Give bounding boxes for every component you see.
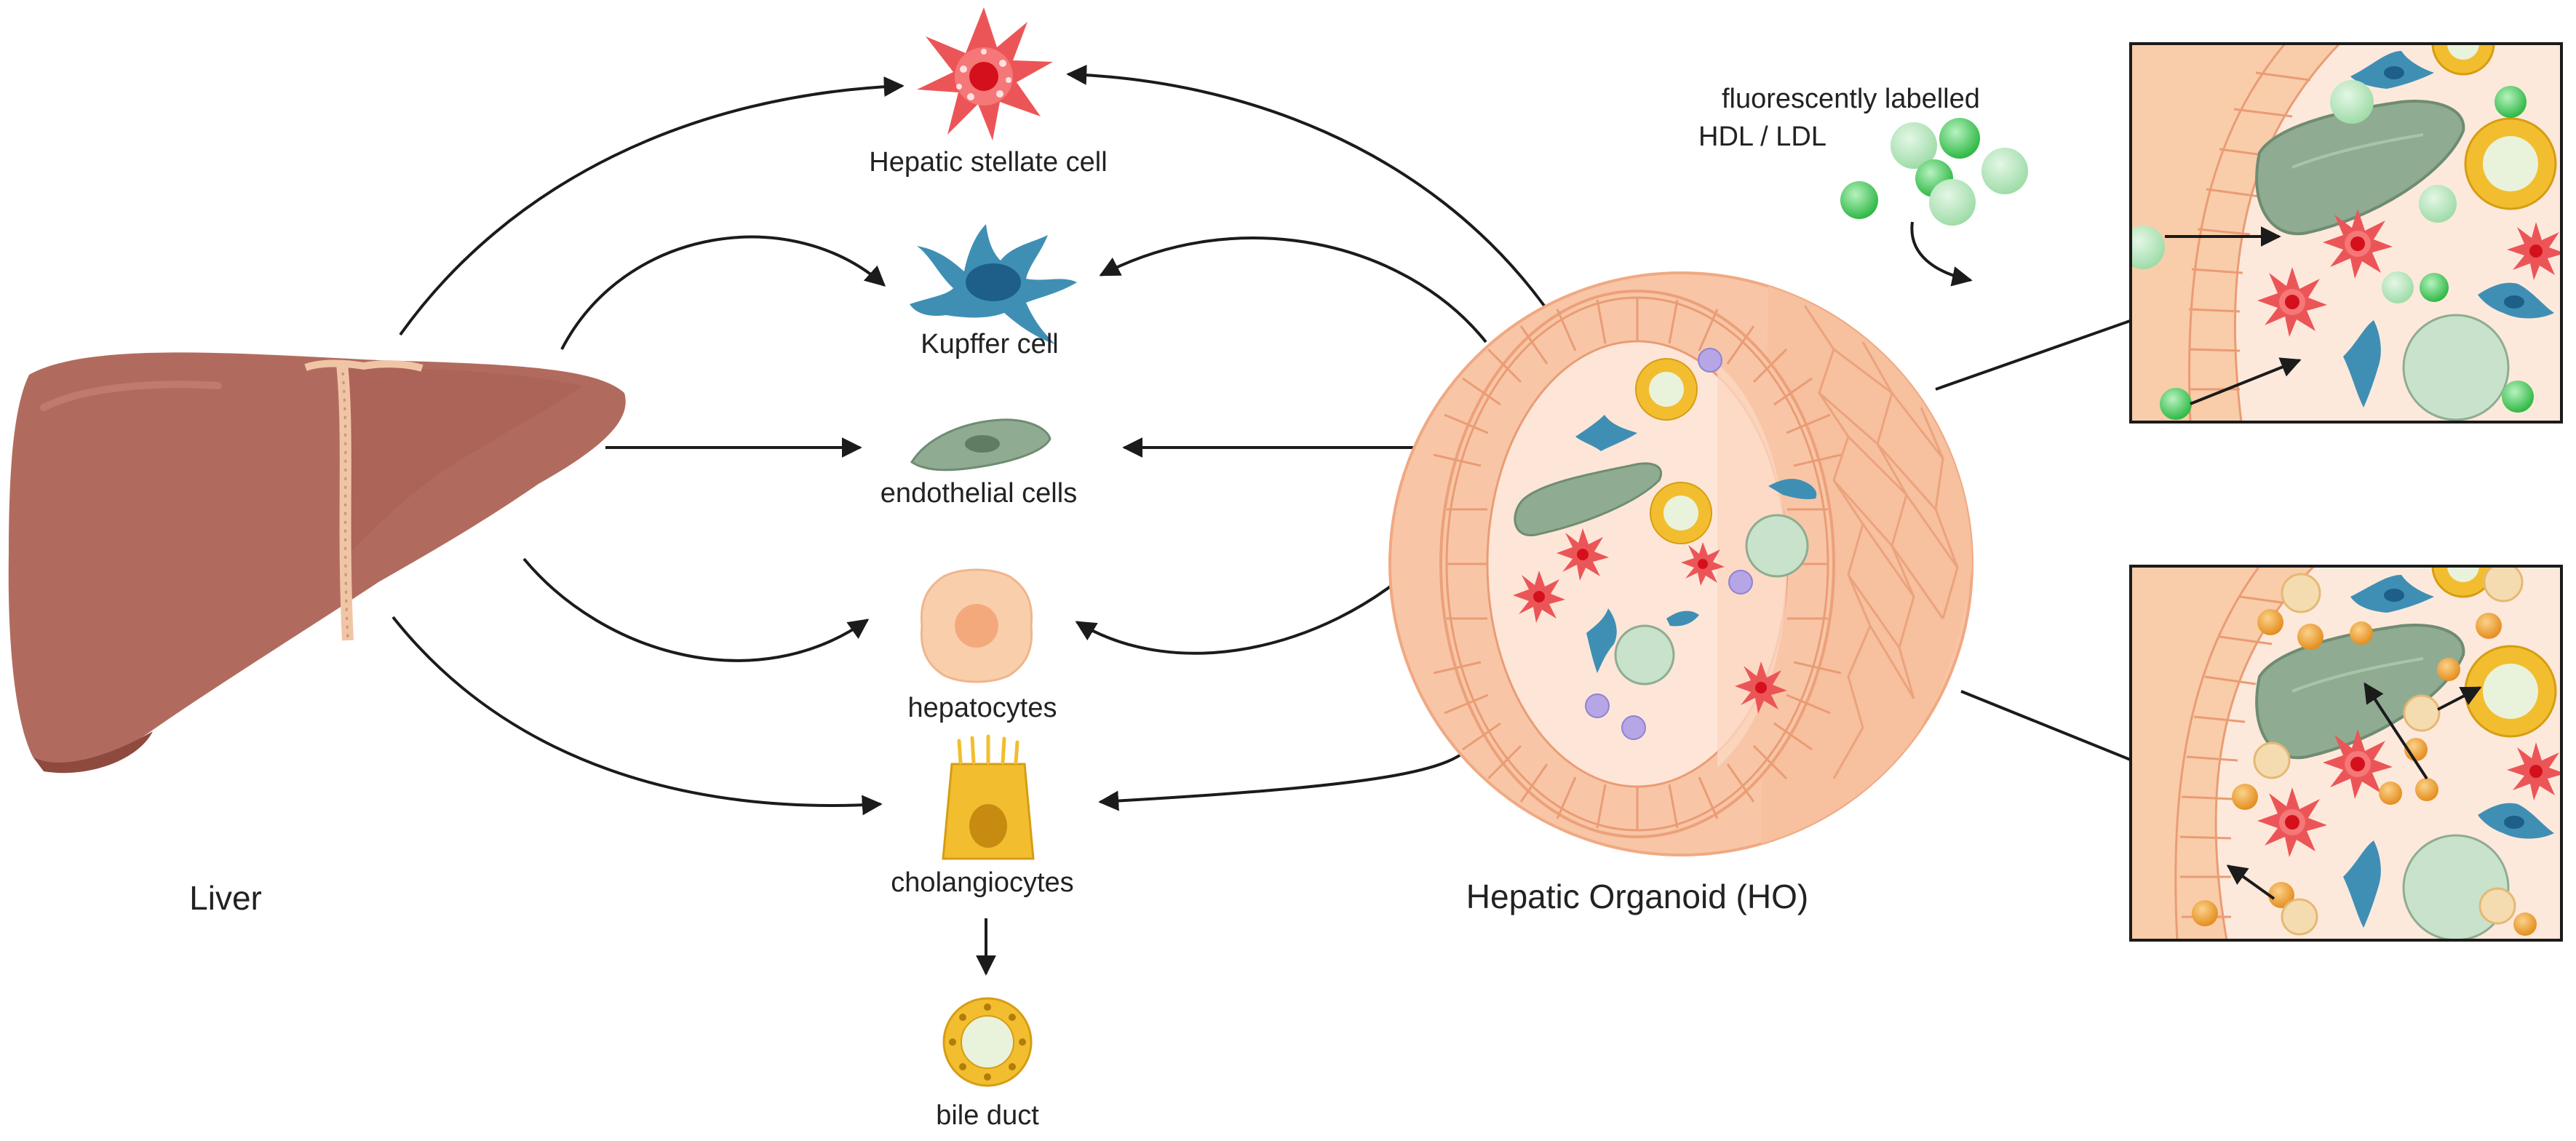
arrow-organoid-to-hepatocytes <box>1075 565 1417 655</box>
arrow-organoid-to-stellate <box>1066 64 1546 307</box>
arrow-liver-to-cholangiocytes <box>391 616 883 816</box>
endothelial-cells-label: endothelial cells <box>880 478 1077 509</box>
connector-bottom-inset <box>1960 690 2133 762</box>
arrow-liver-to-stellate <box>399 76 905 336</box>
connector-top-inset <box>1935 319 2133 391</box>
arrow-liver-to-kupffer <box>560 235 886 350</box>
inset-bottom-zoom <box>2131 566 2561 940</box>
bile-duct-icon <box>942 997 1033 1087</box>
hepatic-organoid-illustration <box>1388 271 1973 856</box>
lipoprotein-label-line1: fluorescently labelled <box>1722 84 1980 114</box>
arrow-organoid-to-kupffer <box>1099 236 1487 343</box>
liver-arrows <box>391 76 905 816</box>
cholangiocytes-label: cholangiocytes <box>891 867 1073 898</box>
inset-top-frame <box>2129 42 2563 424</box>
inset-bottom-frame <box>2129 565 2563 942</box>
liver-illustration <box>8 352 626 774</box>
arrow-organoid-to-cholangiocytes <box>1098 741 1475 811</box>
organoid-arrows <box>1066 64 1546 811</box>
arrow-liver-to-hepatocytes <box>522 557 870 662</box>
inset-top-zoom <box>2131 44 2561 422</box>
cholangiocyte-icon <box>942 734 1035 860</box>
stellate-cell-label: Hepatic stellate cell <box>869 147 1107 178</box>
organoid-label: Hepatic Organoid (HO) <box>1466 878 1808 915</box>
kupffer-cell-label: Kupffer cell <box>921 329 1058 359</box>
lipoprotein-label-line2: HDL / LDL <box>1698 122 1826 152</box>
endothelial-cell-icon <box>910 418 1052 472</box>
liver-label: Liver <box>189 879 262 917</box>
lipoprotein-particles <box>1840 118 2028 226</box>
bile-duct-label: bile duct <box>936 1100 1039 1131</box>
hepatocyte-icon <box>920 568 1033 683</box>
hepatocytes-label: hepatocytes <box>908 693 1057 723</box>
kupffer-cell-icon <box>910 224 1077 344</box>
stellate-cell-icon <box>917 7 1053 140</box>
lipoprotein-arrow <box>1910 221 1973 287</box>
